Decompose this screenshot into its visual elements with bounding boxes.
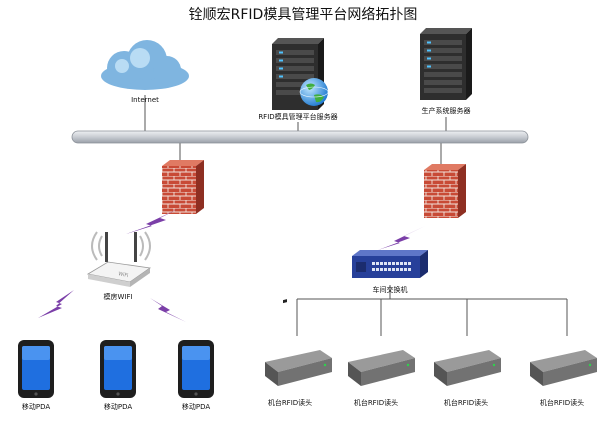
cloud-icon — [101, 40, 189, 90]
pda-label: 移动PDA — [21, 403, 51, 411]
rfid-reader-label: 机台RFID读头 — [353, 399, 399, 407]
rfid-server-icon — [272, 38, 324, 110]
globe-icon — [299, 78, 329, 106]
firewall-icon — [424, 164, 466, 218]
firewall-icon — [162, 160, 204, 214]
network-backbone — [71, 130, 529, 144]
rfid-reader-icon — [348, 350, 415, 386]
wireless-link-icon — [38, 208, 425, 322]
diagram-title: 铨顺宏RFID模具管理平台网络拓扑图 — [188, 7, 418, 23]
rfid-reader-label: 机台RFID读头 — [267, 399, 313, 407]
rfid-reader-icon — [434, 350, 501, 386]
rfid-server-label: RFID模具管理平台服务器 — [258, 113, 338, 121]
production-server-icon — [420, 28, 472, 100]
workshop-switch-label: 车间交换机 — [372, 286, 408, 294]
pda-device-icon — [178, 340, 214, 398]
internet-label: Internet — [131, 96, 159, 104]
pda-device-icon — [100, 340, 136, 398]
pda-label: 移动PDA — [181, 403, 211, 411]
rfid-reader-icon — [530, 350, 597, 386]
rfid-reader-label: 机台RFID读头 — [539, 399, 585, 407]
rfid-reader-label: 机台RFID读头 — [443, 399, 489, 407]
rfid-reader-icon — [265, 299, 332, 386]
mold-wifi-label: 模房WIFI — [103, 293, 133, 301]
svg-text:WiFi: WiFi — [118, 271, 129, 279]
connection-lines — [144, 95, 568, 336]
wifi-router-icon: WiFi — [86, 231, 152, 287]
pda-label: 移动PDA — [103, 403, 133, 411]
network-switch-icon — [352, 250, 428, 278]
pda-device-icon — [18, 340, 54, 398]
production-server-label: 生产系统服务器 — [421, 107, 471, 115]
